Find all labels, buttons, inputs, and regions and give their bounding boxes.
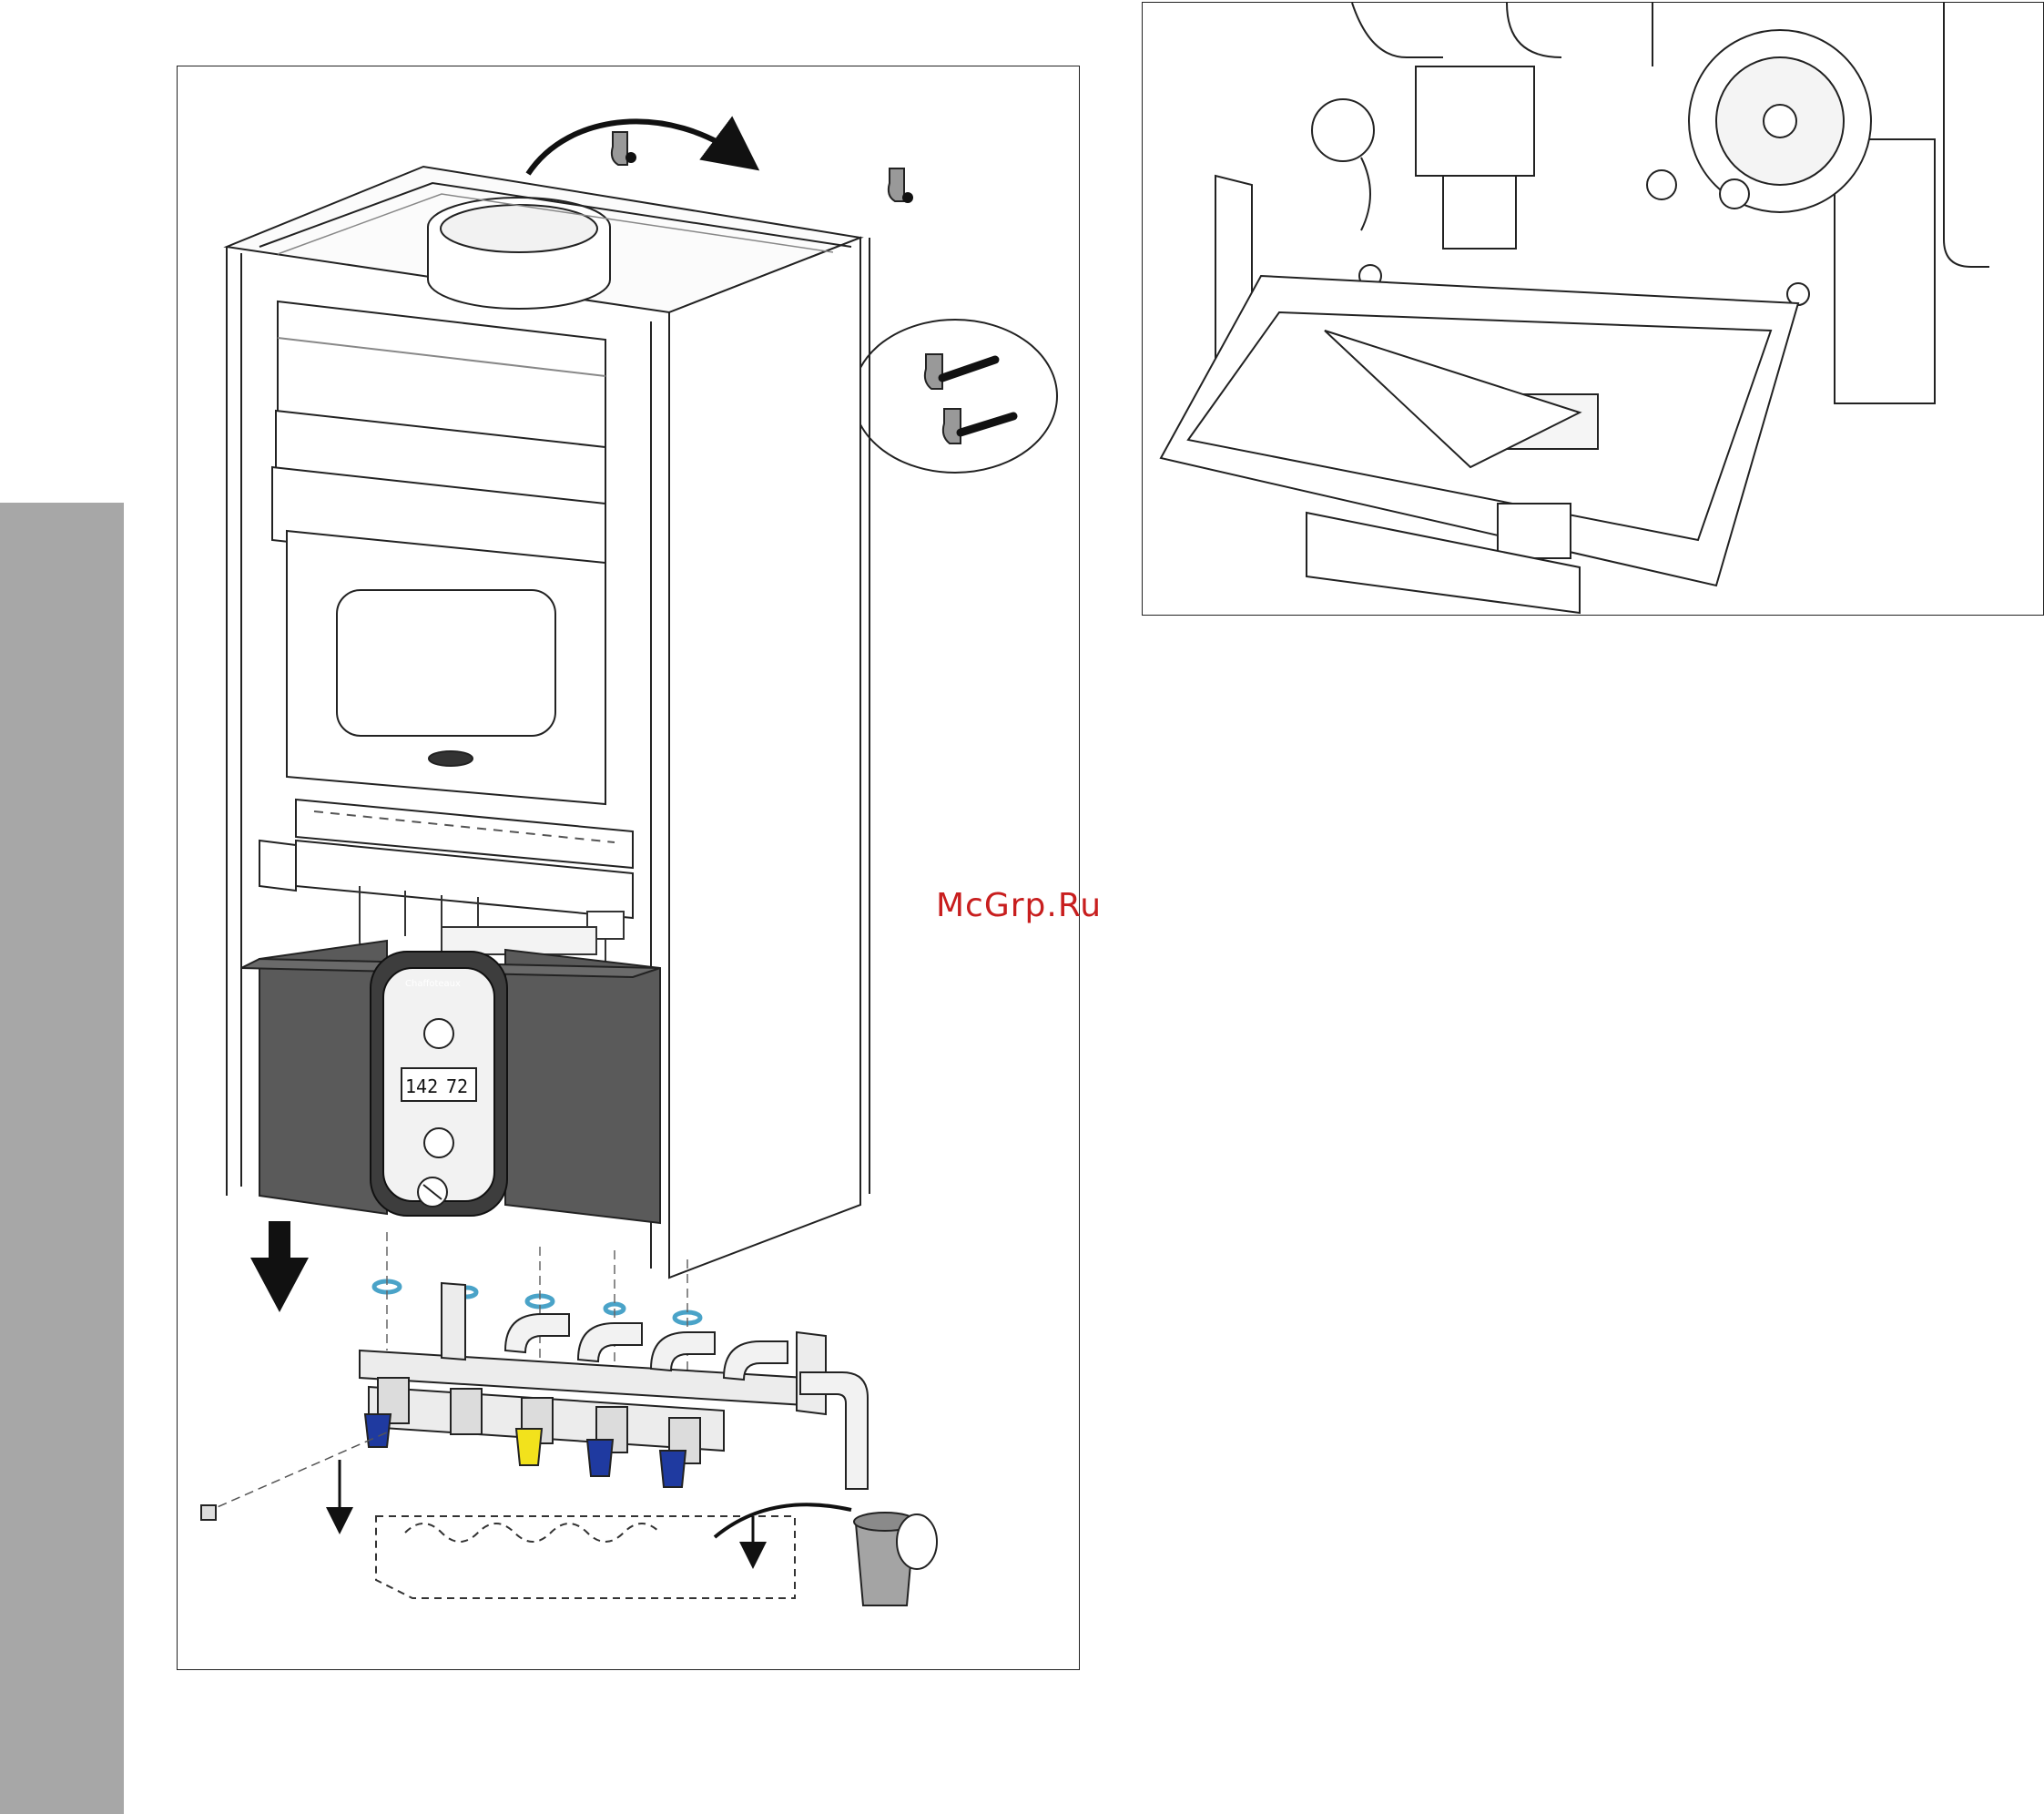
brand-logo: Chaffoteaux [405, 979, 461, 989]
gas-valve [1312, 66, 1534, 249]
screw-detail-callout [853, 320, 1057, 473]
down-arrow-icon [250, 1221, 309, 1312]
valve-handle-blue [660, 1451, 686, 1487]
flue-collar [428, 198, 610, 309]
watermark-text: McGrp.Ru [936, 887, 1102, 924]
wall-hook-icon [612, 132, 636, 165]
boiler-drawing: Chaffoteaux 142 72 [178, 66, 1080, 1670]
discard-arrow [715, 1504, 851, 1537]
display-value-right: 72 [446, 1075, 468, 1097]
rotate-arrow [528, 121, 742, 174]
combustion-chamber [287, 531, 605, 804]
paper-template [376, 1516, 795, 1598]
burner-assembly [259, 800, 633, 918]
valve-handle-blue [365, 1414, 391, 1447]
valve-handle-yellow [516, 1429, 542, 1465]
valve-handle-blue [587, 1440, 613, 1476]
control-panel: Chaffoteaux 142 72 [371, 952, 507, 1216]
side-tab [0, 503, 124, 1814]
internal-assembly-figure [1142, 2, 2044, 616]
connection-bracket [360, 1283, 826, 1451]
boiler-installation-figure: Chaffoteaux 142 72 [177, 66, 1080, 1670]
trash-bin-icon [854, 1513, 937, 1605]
assembly-drawing [1143, 3, 2044, 616]
condensate-tray [1161, 276, 1798, 586]
display-value-left: 142 [405, 1075, 438, 1097]
screw-icon [201, 1505, 216, 1520]
heating-knob[interactable] [424, 1019, 453, 1048]
dhw-knob[interactable] [424, 1128, 453, 1157]
fan-assembly [1689, 30, 1871, 212]
wall-hook-icon [889, 168, 913, 203]
